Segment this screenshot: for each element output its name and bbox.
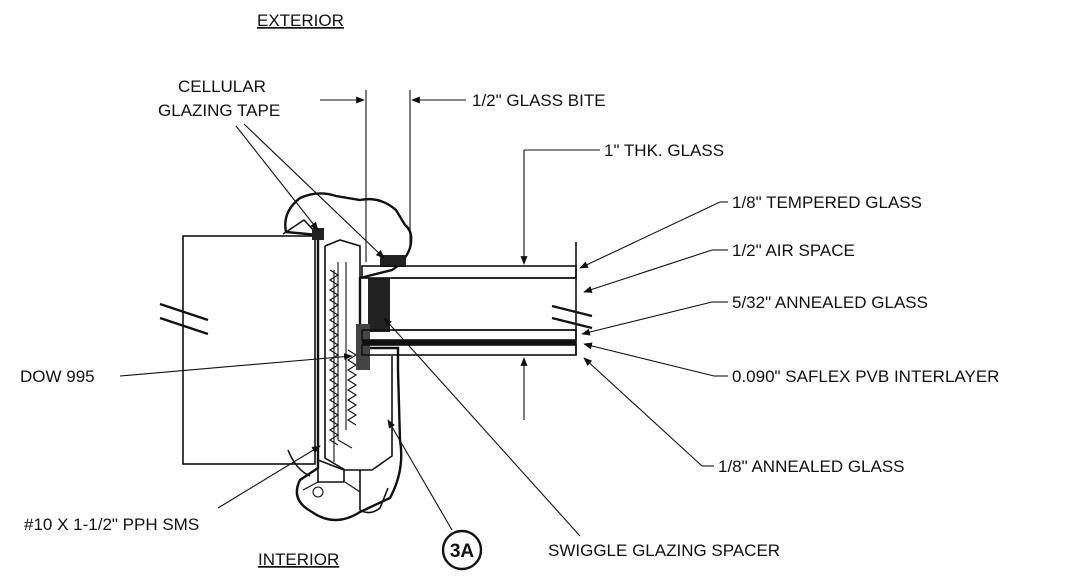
annealed-18-label: 1/8" ANNEALED GLASS <box>718 457 905 476</box>
screw-label: #10 X 1-1/2" PPH SMS <box>24 515 199 534</box>
break-symbol-left <box>159 302 209 336</box>
interlayer-label: 0.090" SAFLEX PVB INTERLAYER <box>732 367 999 386</box>
interior-label: INTERIOR <box>258 550 339 569</box>
cellular-tape-label-line2: GLAZING TAPE <box>158 101 280 120</box>
exterior-label: EXTERIOR <box>257 11 344 30</box>
section-tag: 3A <box>387 419 483 571</box>
glass-thickness-dimension <box>520 149 600 420</box>
annealed-532-callout <box>581 301 728 336</box>
swiggle-spacer-label: SWIGGLE GLAZING SPACER <box>548 541 780 560</box>
dow-995-sealant <box>356 324 370 370</box>
tempered-glass-label: 1/8" TEMPERED GLASS <box>732 193 922 212</box>
dow-995-leader <box>119 353 353 377</box>
air-space-label: 1/2" AIR SPACE <box>732 241 855 260</box>
annealed-18-callout <box>583 357 714 467</box>
frame-profile <box>282 192 413 522</box>
interlayer-callout <box>583 342 728 377</box>
cellular-tape-label-line1: CELLULAR <box>178 77 266 96</box>
break-symbol-glass <box>551 304 593 330</box>
air-space-callout <box>583 249 728 293</box>
glass-bite-label: 1/2" GLASS BITE <box>472 91 606 110</box>
annealed-532-label: 5/32" ANNEALED GLASS <box>732 293 928 312</box>
screw-leader <box>217 445 321 509</box>
swiggle-spacer <box>368 278 390 332</box>
pvb-interlayer <box>362 340 576 345</box>
substrate-block <box>182 235 316 465</box>
screw-thread <box>328 269 358 462</box>
glass-thickness-label: 1" THK. GLASS <box>604 141 724 160</box>
dow-995-label: DOW 995 <box>20 367 95 386</box>
glass-bite-dimension <box>320 90 466 262</box>
glazing-tape-top <box>380 255 406 267</box>
glazing-tape-left <box>312 228 324 240</box>
swiggle-spacer-leader <box>383 317 581 537</box>
section-tag-text: 3A <box>450 541 475 562</box>
insulated-glass-unit <box>361 242 577 356</box>
cellular-tape-leaders <box>235 123 385 259</box>
tempered-glass-callout <box>579 201 728 269</box>
